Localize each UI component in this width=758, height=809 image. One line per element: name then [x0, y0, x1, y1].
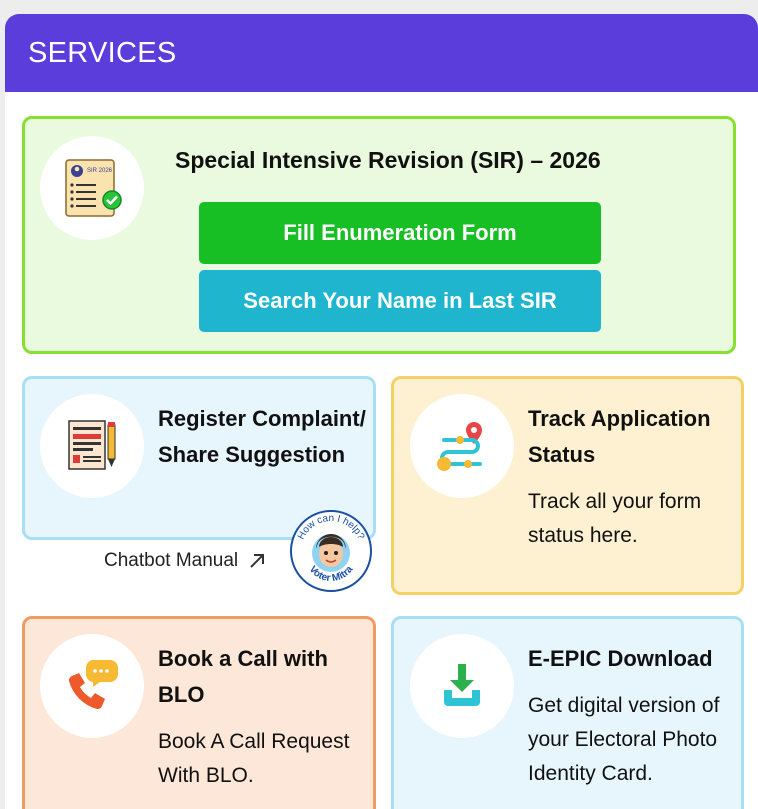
complaint-document-icon — [68, 420, 116, 470]
book-call-blo-card[interactable]: Book a Call with BLO Book A Call Request… — [22, 616, 376, 809]
chatbot-manual-link[interactable]: Chatbot Manual — [104, 550, 266, 572]
track-icon-circle — [410, 394, 514, 498]
fill-enumeration-form-button[interactable]: Fill Enumeration Form — [199, 202, 601, 264]
download-icon — [444, 664, 480, 706]
complaint-icon-circle — [40, 394, 144, 498]
chatbot-manual-label: Chatbot Manual — [104, 550, 239, 571]
register-complaint-card[interactable]: Register Complaint/ Share Suggestion — [22, 376, 376, 540]
search-name-in-last-sir-button[interactable]: Search Your Name in Last SIR — [199, 270, 601, 332]
book-call-desc: Book A Call Request With BLO. — [158, 730, 350, 787]
sir-card: SIR 2026 Special Intensive Revision (SIR… — [22, 116, 736, 354]
e-epic-title: E-EPIC Download — [528, 646, 713, 671]
phone-chat-icon — [68, 660, 118, 710]
sir-form-icon: SIR 2026 — [65, 159, 122, 217]
sir-title: Special Intensive Revision (SIR) – 2026 — [175, 147, 601, 173]
track-application-card[interactable]: Track Application Status Track all your … — [391, 376, 744, 595]
services-header: SERVICES — [5, 14, 758, 92]
blo-icon-circle — [40, 634, 144, 738]
track-application-title: Track Application Status — [528, 406, 711, 467]
services-panel: SERVICES SIR 2026 Special Intensive Revi… — [5, 14, 758, 809]
register-complaint-title: Register Complaint/ Share Suggestion — [158, 406, 366, 467]
book-call-title: Book a Call with BLO — [158, 646, 328, 707]
voter-mitra-avatar-icon[interactable]: How can I help? Voter Mitra — [289, 509, 373, 593]
location-route-icon — [437, 422, 482, 471]
e-epic-desc: Get digital version of your Electoral Ph… — [528, 694, 720, 785]
epic-icon-circle — [410, 634, 514, 738]
svg-text:Voter Mitra: Voter Mitra — [307, 564, 356, 584]
mitra-bottom-text: Voter Mitra — [307, 564, 356, 584]
sir-icon-circle: SIR 2026 — [40, 136, 144, 240]
sir-icon-text: SIR 2026 — [87, 168, 113, 174]
arrow-up-right-icon — [250, 554, 265, 568]
e-epic-download-card[interactable]: E-EPIC Download Get digital version of y… — [391, 616, 744, 809]
page-title: SERVICES — [28, 36, 177, 69]
track-application-desc: Track all your form status here. — [528, 490, 702, 547]
